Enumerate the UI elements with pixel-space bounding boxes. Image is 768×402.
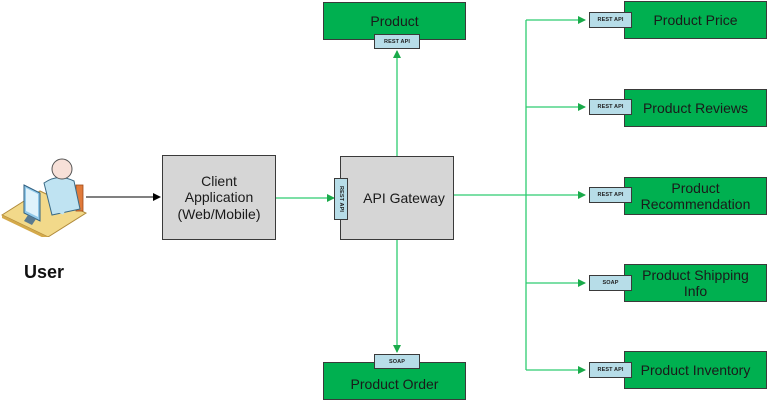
product-reviews-node[interactable]: Product Reviews <box>624 89 767 127</box>
product-reviews-rest-api-tag: REST API <box>589 99 632 115</box>
product-price-node[interactable]: Product Price <box>624 1 767 39</box>
inventory-tag-text: REST API <box>597 367 624 373</box>
api-gateway-node[interactable]: API Gateway <box>340 156 454 240</box>
product-reviews-label: Product Reviews <box>642 99 749 116</box>
recommendation-tag-text: REST API <box>597 192 624 198</box>
product-shipping-soap-tag: SOAP <box>589 275 632 291</box>
product-shipping-line-1: Product Shipping <box>642 266 749 283</box>
product-tag-text: REST API <box>384 38 410 45</box>
product-inventory-rest-api-tag: REST API <box>589 362 632 378</box>
client-line-1: Client <box>201 173 237 190</box>
product-inventory-node[interactable]: Product Inventory <box>624 351 767 389</box>
product-price-rest-api-tag: REST API <box>589 12 632 28</box>
product-order-soap-tag: SOAP <box>374 354 420 369</box>
user-label: User <box>24 262 65 282</box>
gateway-tag-text: REST API <box>338 186 344 212</box>
product-shipping-info-node[interactable]: Product Shipping Info <box>624 264 767 302</box>
product-rest-api-tag: REST API <box>374 34 420 49</box>
product-recommendation-node[interactable]: Product Recommendation <box>624 177 767 215</box>
product-recommendation-line-1: Product <box>671 179 720 196</box>
shipping-tag-text: SOAP <box>602 280 619 286</box>
product-recommendation-line-2: Recommendation <box>640 196 751 212</box>
user-at-computer-icon <box>0 158 88 237</box>
product-order-tag-text: SOAP <box>389 358 405 365</box>
product-service-label: Product <box>370 13 419 29</box>
product-recommendation-rest-api-tag: REST API <box>589 187 632 203</box>
product-price-label: Product Price <box>653 11 738 28</box>
client-line-2: Application <box>184 189 254 206</box>
reviews-tag-text: REST API <box>597 104 624 110</box>
client-line-3: (Web/Mobile) <box>177 205 261 222</box>
product-shipping-line-2: Info <box>683 283 708 299</box>
product-order-node[interactable]: Product Order <box>323 362 466 400</box>
product-order-label: Product Order <box>350 375 439 392</box>
price-tag-text: REST API <box>597 17 624 23</box>
api-gateway-label: API Gateway <box>363 189 445 206</box>
client-application-node[interactable]: Client Application (Web/Mobile) <box>162 155 276 240</box>
gateway-rest-api-tag: REST API <box>334 178 348 220</box>
product-inventory-label: Product Inventory <box>640 361 751 378</box>
